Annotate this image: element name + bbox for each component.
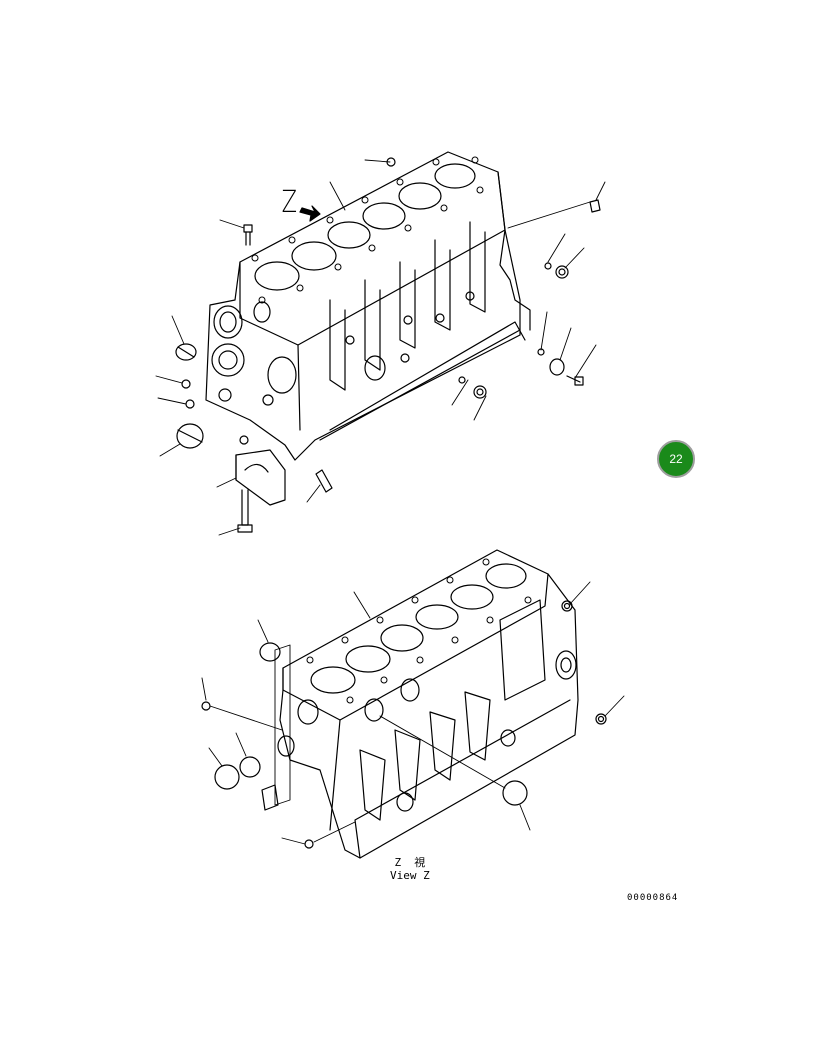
side-ribs xyxy=(329,221,486,391)
lower-plug-pair xyxy=(214,756,261,790)
small-plug-2 xyxy=(185,399,195,409)
lower-plug-right-bottom xyxy=(595,713,607,725)
upper-leader-lines xyxy=(155,159,606,536)
lower-cylinder-block xyxy=(261,549,579,859)
view-z-caption-jp: Z 視 xyxy=(394,856,426,869)
gasket-plug-right xyxy=(549,358,565,376)
bearing-cap-dowel xyxy=(239,435,249,445)
upper-parts xyxy=(175,157,601,533)
plug-middle-lower xyxy=(473,385,487,399)
stud-bolt xyxy=(315,469,333,493)
view-z-caption-en: View Z xyxy=(390,869,430,882)
deck-holes xyxy=(251,156,484,304)
bearing-cap-bolt xyxy=(237,489,253,533)
lower-plug-bottom xyxy=(304,839,314,849)
main-bearing-cap xyxy=(235,449,286,506)
upper-cylinder-block xyxy=(205,151,531,461)
lower-expansion-plug-right xyxy=(502,780,528,806)
view-z-marker: Z xyxy=(281,185,297,220)
view-z-caption: Z 視 View Z xyxy=(390,856,430,882)
view-z-arrow xyxy=(299,205,321,222)
lower-small-plug-left xyxy=(201,701,211,711)
lower-plug-right-top xyxy=(561,600,573,612)
drain-plug-right xyxy=(555,265,569,279)
plug-middle xyxy=(458,376,466,384)
front-housing xyxy=(211,301,297,406)
lower-plug-block xyxy=(277,735,295,757)
lower-leader-lines xyxy=(201,581,625,845)
small-plug-1 xyxy=(181,379,191,389)
plug-right-small xyxy=(544,262,552,270)
page-number-badge-label: 22 xyxy=(669,452,683,466)
drawing-number: 00000864 xyxy=(627,893,679,903)
expansion-plug-lower-left xyxy=(176,423,204,449)
expansion-plug-upper-left xyxy=(175,343,197,361)
cap-screw-top-left xyxy=(243,224,253,246)
plug-right-top xyxy=(589,199,601,213)
hex-bolt-right xyxy=(566,375,584,386)
lower-plug-top-left xyxy=(259,642,281,662)
page-number-badge[interactable]: 22 xyxy=(657,440,695,478)
